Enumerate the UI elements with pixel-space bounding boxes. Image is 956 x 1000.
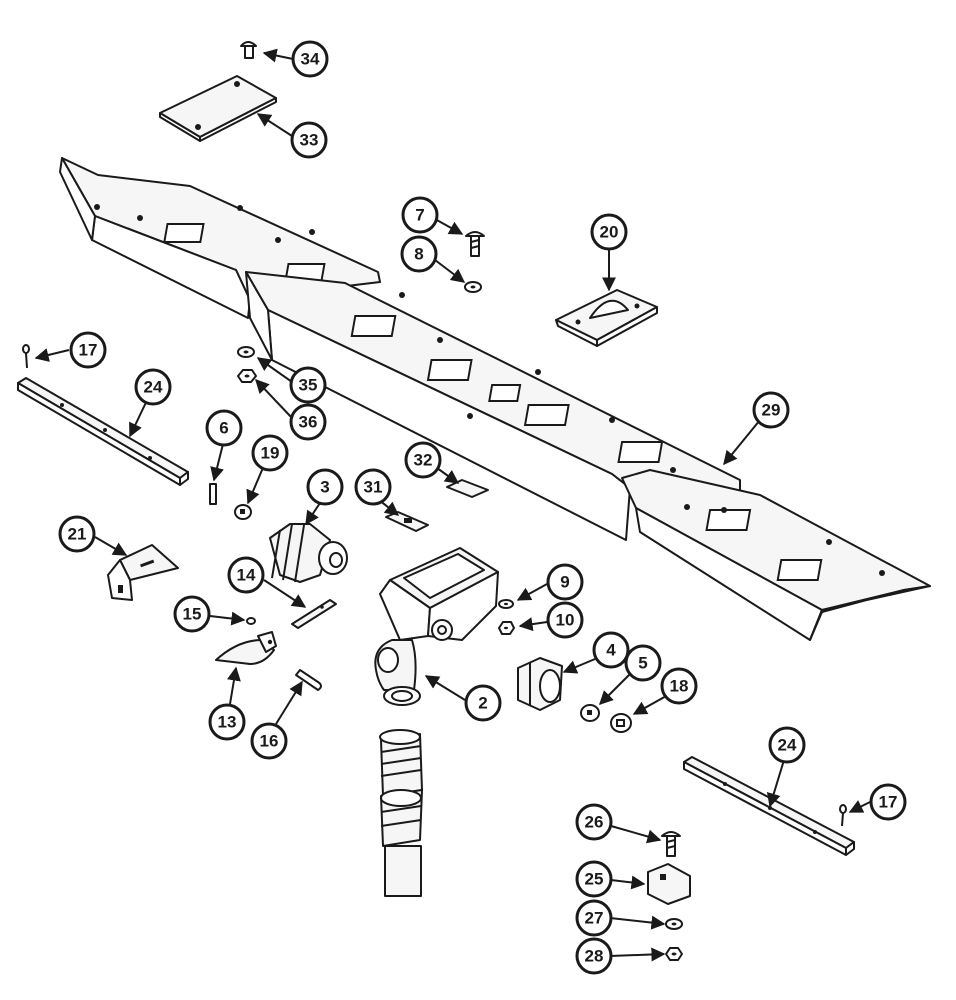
svg-text:8: 8: [414, 245, 423, 264]
part-18-washer: [610, 713, 632, 733]
svg-text:27: 27: [585, 909, 604, 928]
callout-19: 19: [251, 434, 289, 472]
svg-text:21: 21: [68, 525, 87, 544]
svg-text:2: 2: [478, 694, 487, 713]
part-2-gearbox-housing: [374, 547, 499, 706]
callout-32: 32: [404, 441, 442, 479]
svg-text:9: 9: [560, 573, 569, 592]
part-9-nut: [498, 599, 514, 609]
svg-text:4: 4: [606, 641, 616, 660]
callout-31: 31: [354, 468, 392, 506]
part-24-bar-left: [17, 377, 189, 486]
svg-text:13: 13: [218, 713, 237, 732]
svg-text:17: 17: [879, 793, 898, 812]
part-36-nut: [237, 369, 257, 383]
callout-7: 7: [401, 196, 439, 234]
part-29-frame: [59, 157, 931, 641]
callout-34: 34: [291, 40, 329, 78]
svg-text:34: 34: [301, 50, 320, 69]
part-3-gear: [269, 523, 348, 583]
leader-lines: [34, 48, 871, 962]
part-27-washer: [665, 918, 683, 930]
svg-text:26: 26: [585, 813, 604, 832]
part-26-bolt: [661, 831, 681, 857]
svg-text:5: 5: [638, 654, 647, 673]
svg-text:19: 19: [261, 444, 280, 463]
callout-27: 27: [575, 899, 613, 937]
callout-21: 21: [58, 515, 96, 553]
svg-text:35: 35: [299, 376, 318, 395]
callout-28: 28: [575, 937, 613, 975]
svg-text:10: 10: [556, 611, 575, 630]
callout-20: 20: [590, 213, 628, 251]
svg-text:28: 28: [585, 947, 604, 966]
part-7-bolt: [465, 231, 485, 257]
part-25-clamp: [647, 863, 691, 905]
callout-29: 29: [752, 391, 790, 429]
part-4-bushing: [517, 657, 563, 711]
svg-text:18: 18: [670, 677, 689, 696]
svg-text:33: 33: [300, 131, 319, 150]
svg-text:17: 17: [79, 341, 98, 360]
part-17-pin-right: [839, 804, 847, 827]
callout-35: 35: [289, 366, 327, 404]
callout-17-right: 17: [869, 783, 907, 821]
svg-text:7: 7: [415, 206, 424, 225]
callout-36: 36: [289, 403, 327, 441]
callout-33: 33: [290, 121, 328, 159]
part-32-plate: [446, 479, 489, 498]
callout-18: 18: [660, 667, 698, 705]
svg-text:20: 20: [600, 223, 619, 242]
part-13-deflector: [215, 631, 277, 665]
callout-24-left: 24: [134, 368, 172, 406]
part-33-cover-plate: [159, 75, 277, 142]
callout-2: 2: [464, 684, 502, 722]
callout-8: 8: [400, 235, 438, 273]
callout-3: 3: [306, 468, 344, 506]
part-21-bracket: [107, 544, 179, 601]
callout-16: 16: [250, 722, 288, 760]
part-17-pin-left: [22, 344, 30, 369]
callout-9: 9: [546, 563, 584, 601]
part-28-nut: [665, 947, 683, 961]
svg-text:24: 24: [144, 378, 163, 397]
callout-24-right: 24: [768, 726, 806, 764]
part-6-key: [209, 483, 217, 505]
svg-text:36: 36: [299, 413, 318, 432]
part-34-screw: [240, 41, 257, 59]
callout-15: 15: [173, 595, 211, 633]
part-8-nut: [464, 281, 482, 293]
part-10-nut: [498, 621, 515, 635]
callout-14: 14: [227, 556, 265, 594]
part-16-pin: [295, 669, 322, 691]
part-19-washer: [234, 504, 252, 520]
callout-13: 13: [208, 703, 246, 741]
part-31-plate: [385, 511, 429, 532]
callout-10: 10: [546, 601, 584, 639]
svg-text:6: 6: [219, 419, 228, 438]
svg-text:24: 24: [778, 736, 797, 755]
part-drive-boot-shaft: [379, 729, 423, 897]
svg-text:3: 3: [320, 478, 329, 497]
part-15-ring: [246, 617, 256, 625]
svg-text:14: 14: [237, 566, 256, 585]
svg-text:25: 25: [585, 870, 604, 889]
part-24-bar-right: [683, 756, 855, 856]
svg-text:29: 29: [762, 401, 781, 420]
part-35-nut: [237, 346, 255, 358]
svg-text:15: 15: [183, 605, 202, 624]
callout-26: 26: [575, 803, 613, 841]
svg-text:31: 31: [364, 478, 383, 497]
callout-17-left: 17: [69, 331, 107, 369]
callout-6: 6: [205, 409, 243, 447]
svg-text:32: 32: [414, 451, 433, 470]
callout-5: 5: [624, 644, 662, 682]
svg-text:16: 16: [260, 732, 279, 751]
callout-4: 4: [592, 631, 630, 669]
callout-25: 25: [575, 860, 613, 898]
part-14-strip: [291, 599, 337, 629]
part-5-washer: [580, 704, 600, 722]
part-20-cover: [555, 289, 658, 347]
